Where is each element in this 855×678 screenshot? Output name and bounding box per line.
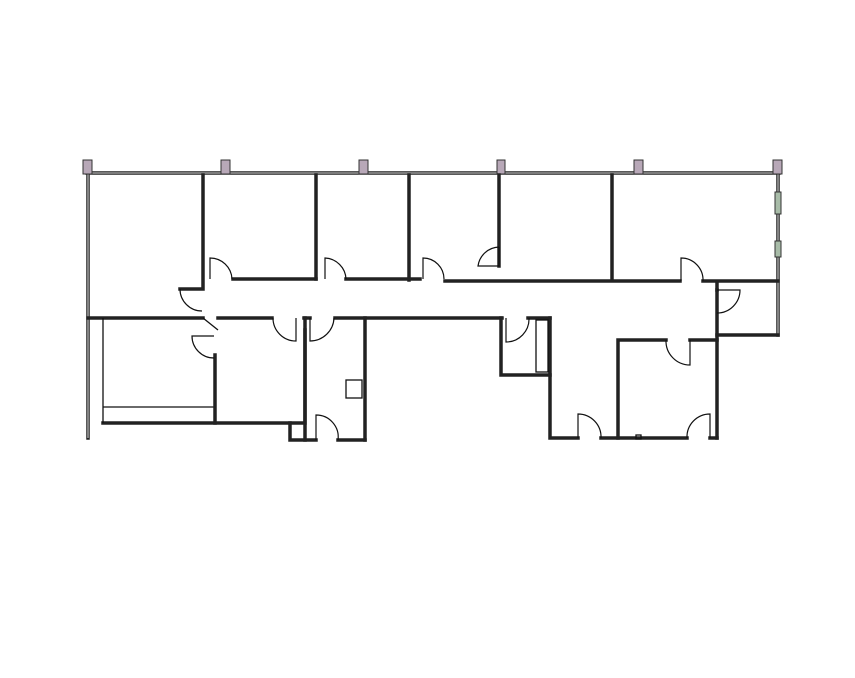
interior-walls (86, 173, 780, 442)
exterior-walls (85, 171, 781, 440)
doors (179, 246, 741, 441)
columns (82, 159, 783, 258)
